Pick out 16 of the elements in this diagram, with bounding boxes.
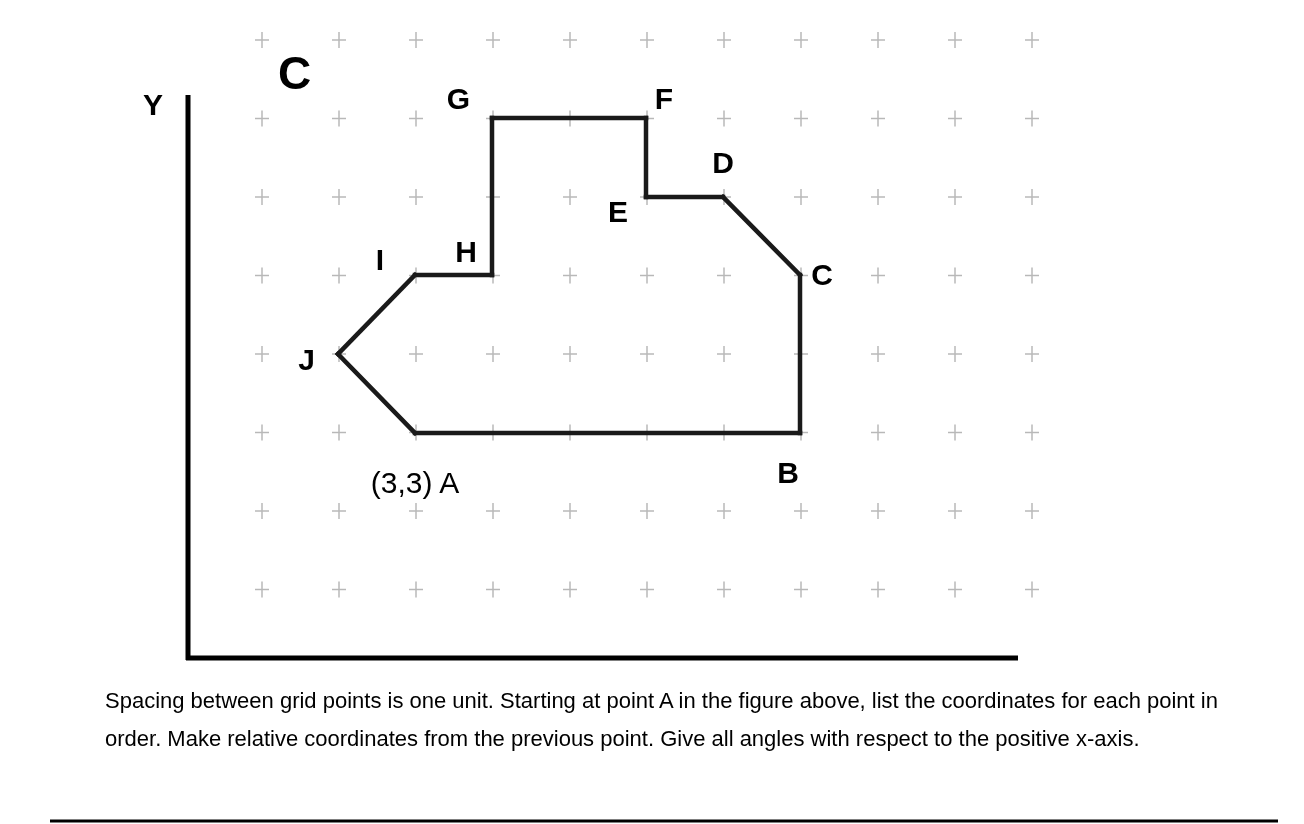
caption: Spacing between grid points is one unit. Starting at point A in the figure above, list the coordinates for each point in order. Make relative coordinates from the previous point. Give all angles with respect to the positive x-axis.	[105, 687, 1219, 753]
point-label: B	[777, 458, 799, 488]
point-label: F	[654, 84, 674, 114]
point-label: (3,3) A	[370, 468, 460, 498]
point-label: I	[375, 245, 385, 275]
axis-label: Y	[143, 90, 163, 120]
point-label: G	[446, 84, 471, 114]
point-label: H	[455, 236, 477, 267]
point-label: J	[298, 345, 315, 375]
point-label: C	[811, 260, 833, 290]
point-label: D	[712, 147, 734, 178]
polygon-side-line	[335, 351, 418, 436]
point-label: E	[608, 197, 628, 227]
polygon-side-line	[335, 272, 418, 357]
figure-letter: C	[278, 50, 312, 96]
polygon-side-line	[720, 194, 803, 278]
